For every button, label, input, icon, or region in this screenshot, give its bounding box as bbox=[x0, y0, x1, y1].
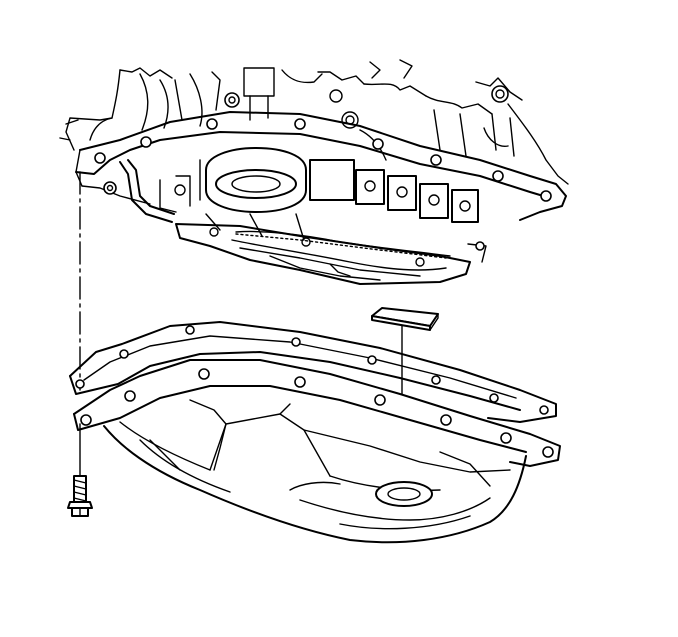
oil-pan bbox=[73, 359, 561, 544]
oil-pan-gasket bbox=[69, 321, 557, 423]
alignment-lines bbox=[79, 171, 403, 477]
magnet bbox=[371, 307, 439, 331]
transmission-case bbox=[59, 59, 569, 221]
pan-bolt bbox=[67, 475, 93, 517]
valve-body bbox=[119, 147, 487, 285]
